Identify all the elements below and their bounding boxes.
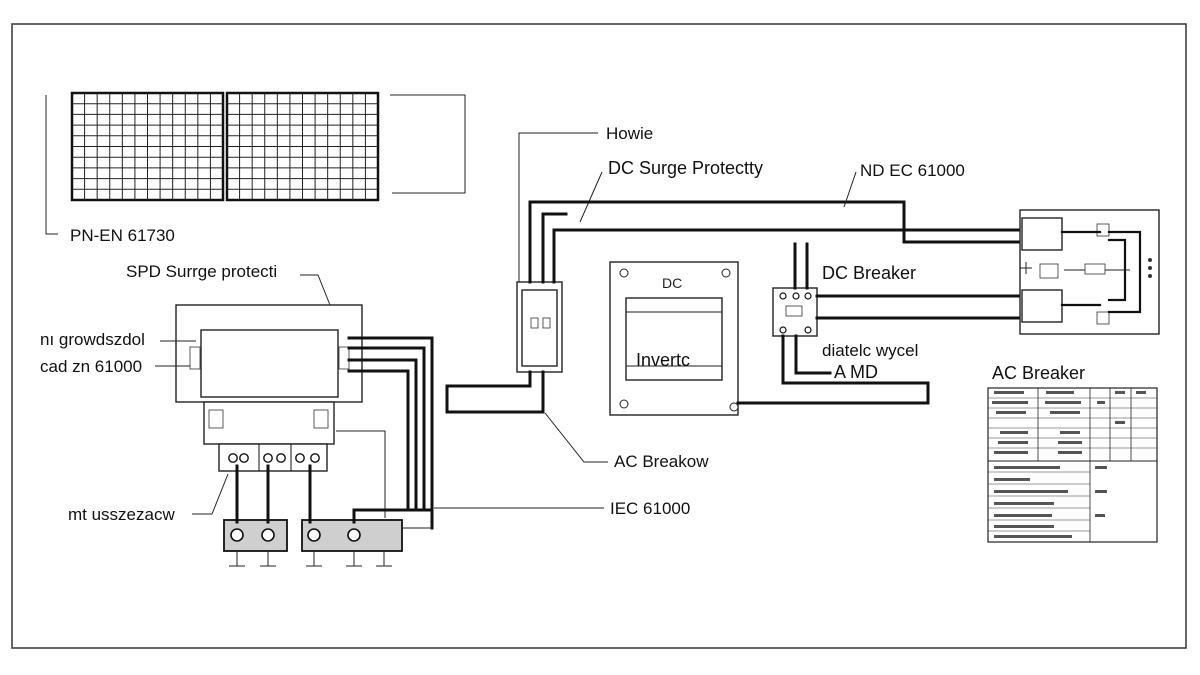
iec-label: IEC 61000 [610,499,690,518]
howie-label: Howie [606,124,653,143]
panel-bracket-left [45,95,58,235]
busbar-wires [235,464,434,529]
dc-main-wires [445,200,1021,414]
cad-label: cad zn 61000 [40,357,142,376]
spd-terminals [228,444,320,471]
nd-ec-label: ND EC 61000 [860,161,965,180]
ac-breakow-leader [544,412,608,463]
dc-surge-protector [516,281,563,373]
spd-leader [300,274,335,316]
dc-surge-label: DC Surge Protectty [608,158,763,178]
panel-bracket-right [390,94,466,194]
amd-label: A MD [834,362,878,382]
spd-surge-protection-box [175,304,363,472]
distribution-panel [1019,209,1160,335]
dc-breaker [772,287,818,337]
diatelc-label: diatelc wycel [822,341,918,360]
table-fill-marks [992,391,1146,538]
howie-leader [518,132,598,282]
usszezacw-leader [192,473,229,515]
solar-panel-left [70,91,225,202]
ac-breakow-label: AC Breakow [614,452,709,471]
diagram-frame [11,23,1187,649]
spd-title-label: SPD Surrge protecti [126,262,277,281]
nd-ec-leader [843,171,857,208]
ac-breaker-label: AC Breaker [992,363,1085,383]
ground-busbar-left [223,519,288,552]
dc-breaker-wires [736,242,1021,405]
inverter-box [609,261,739,416]
dc-breaker-label: DC Breaker [822,263,916,283]
inverter-dc-label: DC [662,275,682,291]
solar-panel-array [45,91,466,235]
inverter-label: Invertc [636,350,690,370]
ac-breaker-table [987,387,1158,543]
solar-panel-right [225,91,380,202]
dc-surge-leader [579,171,603,223]
pn-en-label: PN-EN 61730 [70,226,175,245]
ground-busbar-right [301,519,403,552]
usszezacw-label: mt usszezacw [68,505,175,524]
growdszdol-label: nı growdszdol [40,330,145,349]
ground-symbols [229,551,392,567]
spd-output-wires [336,336,434,530]
